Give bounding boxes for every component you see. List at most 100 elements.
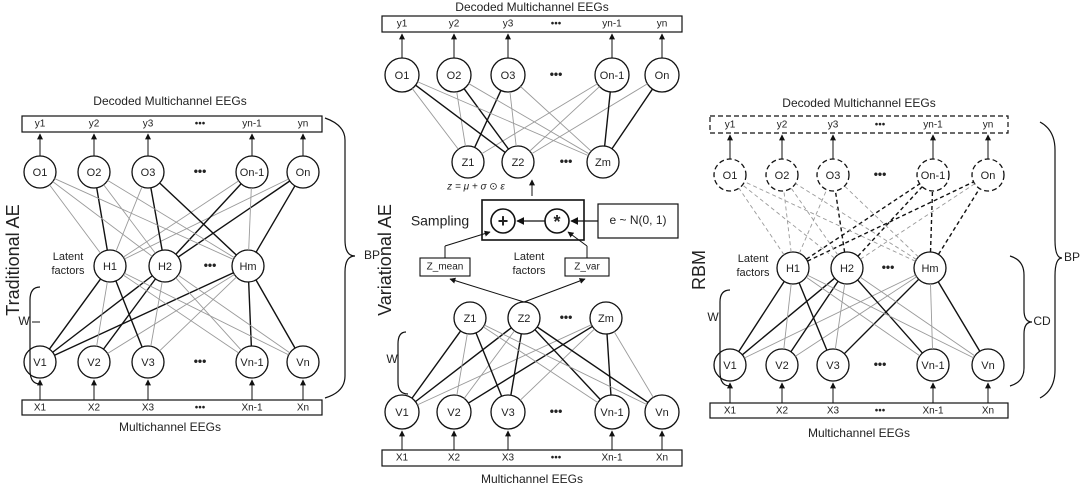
visible-hidden-edge [741, 277, 836, 356]
visible-node-vn: Vn [286, 345, 320, 379]
hidden-node-h2: H2 [148, 249, 182, 283]
visible-hidden-edge [175, 277, 242, 351]
z-bottom-node-z1: Z1 [453, 301, 487, 335]
output-node-o3-circle [816, 158, 850, 192]
z-top-node-z2-circle [501, 145, 535, 179]
visible-z-edge [519, 328, 595, 401]
w-bracket [719, 289, 731, 387]
visible-node-vn-1-circle [594, 394, 630, 430]
noise-box [597, 203, 679, 239]
visible-node-v1: V1 [23, 345, 57, 379]
visible-hidden-edge [744, 274, 916, 359]
output-node-o3: O3 [131, 155, 165, 189]
input-1: X2 [776, 406, 789, 417]
visible-hidden-edge [177, 274, 291, 354]
output-node-on-1-label: On-1 [240, 167, 264, 179]
z-bottom-node-z2: Z2 [507, 301, 541, 335]
hidden-output-edge [738, 187, 785, 256]
hidden-output-edge [844, 185, 919, 258]
output-node-on-1-circle [594, 57, 630, 93]
hidden-node-h2-label: H2 [158, 261, 172, 273]
z-var-label: Z_var [574, 262, 600, 273]
output-node-o3-circle [131, 155, 165, 189]
input-box [709, 402, 1009, 419]
visible-node-v1-label: V1 [723, 360, 736, 372]
visible-hidden-edge [805, 276, 921, 357]
visible-node-ellipsis: ••• [194, 354, 207, 368]
output-node-o3-label: O3 [826, 170, 841, 182]
side-label: Traditional AE [3, 204, 23, 315]
z-top-node-z2-label: Z2 [512, 157, 525, 169]
visible-z-edge [606, 333, 612, 396]
output-node-o2: O2 [436, 57, 472, 93]
visible-hidden-edge [107, 274, 235, 354]
hidden-node-h1-label: H1 [103, 261, 117, 273]
hidden-output-edge [175, 183, 242, 255]
output-0: y1 [725, 120, 736, 131]
visible-z-edge [510, 333, 523, 396]
z-top-node-z1-label: Z1 [462, 157, 475, 169]
z-top-node-z1-circle [451, 145, 485, 179]
output-node-o1: O1 [23, 155, 57, 189]
visible-node-v1-label: V1 [33, 357, 46, 369]
hidden-node-h2-circle [830, 251, 864, 285]
output-5: yn [298, 119, 309, 130]
visible-node-vn-label: Vn [981, 360, 994, 372]
visible-node-v1: V1 [384, 394, 420, 430]
output-node-o1-circle [384, 57, 420, 93]
visible-hidden-edge [123, 274, 239, 354]
visible-node-v1-circle [384, 394, 420, 430]
visible-node-v3-circle [490, 394, 526, 430]
output-5: yn [657, 19, 668, 30]
visible-node-v3-label: V3 [826, 360, 839, 372]
visible-hidden-edge [937, 281, 981, 352]
input-5: Xn [982, 406, 994, 417]
visible-node-vn-circle [971, 348, 1005, 382]
visible-node-v3-label: V3 [501, 407, 514, 419]
output-node-on: On [286, 155, 320, 189]
output-node-on-label: On [655, 70, 670, 82]
input-1: X2 [448, 453, 461, 464]
hidden-node-ellipsis: ••• [204, 258, 217, 272]
visible-hidden-edge [798, 282, 828, 351]
output-0: y1 [35, 119, 46, 130]
z-top-node-z2: Z2 [501, 145, 535, 179]
hidden-output-edge [177, 180, 291, 258]
visible-node-v1-label: V1 [395, 407, 408, 419]
hidden-output-edge [103, 184, 156, 254]
input-box [21, 399, 323, 416]
z-top-node-zm-label: Zm [595, 157, 611, 169]
visible-node-vn: Vn [644, 394, 680, 430]
z-output-edge [481, 83, 598, 155]
output-5: yn [983, 120, 994, 131]
output-node-o1: O1 [384, 57, 420, 93]
output-node-o1-label: O1 [723, 170, 738, 182]
visible-node-vn-1-label: Vn-1 [600, 407, 623, 419]
visible-z-edge [456, 333, 468, 396]
hidden-output-edge [107, 179, 235, 259]
visible-node-vn-circle [286, 345, 320, 379]
latent-label-2: factors [736, 267, 770, 279]
output-node-on-1-label: On-1 [600, 70, 624, 82]
visible-node-vn-circle [644, 394, 680, 430]
z-output-edge [415, 84, 506, 153]
z-output-edge [603, 91, 611, 147]
output-node-on-1: On-1 [916, 158, 950, 192]
output-node-on: On [971, 158, 1005, 192]
output-node-on-circle [286, 155, 320, 189]
bp-brace [324, 117, 356, 399]
visible-hidden-edge [738, 281, 785, 352]
bp-brace [1039, 121, 1063, 399]
output-1: y2 [777, 120, 788, 131]
visible-node-vn-1-circle [916, 348, 950, 382]
visible-hidden-edge [859, 276, 976, 357]
output-node-o1: O1 [713, 158, 747, 192]
w-label: W [18, 314, 30, 328]
visible-node-vn-label: Vn [655, 407, 668, 419]
z-output-edge [463, 88, 510, 150]
input-4: Xn-1 [601, 453, 623, 464]
visible-z-edge [484, 324, 647, 405]
hidden-node-ellipsis: ••• [882, 260, 895, 274]
visible-node-v3-label: V3 [141, 357, 154, 369]
visible-node-v2-circle [765, 348, 799, 382]
